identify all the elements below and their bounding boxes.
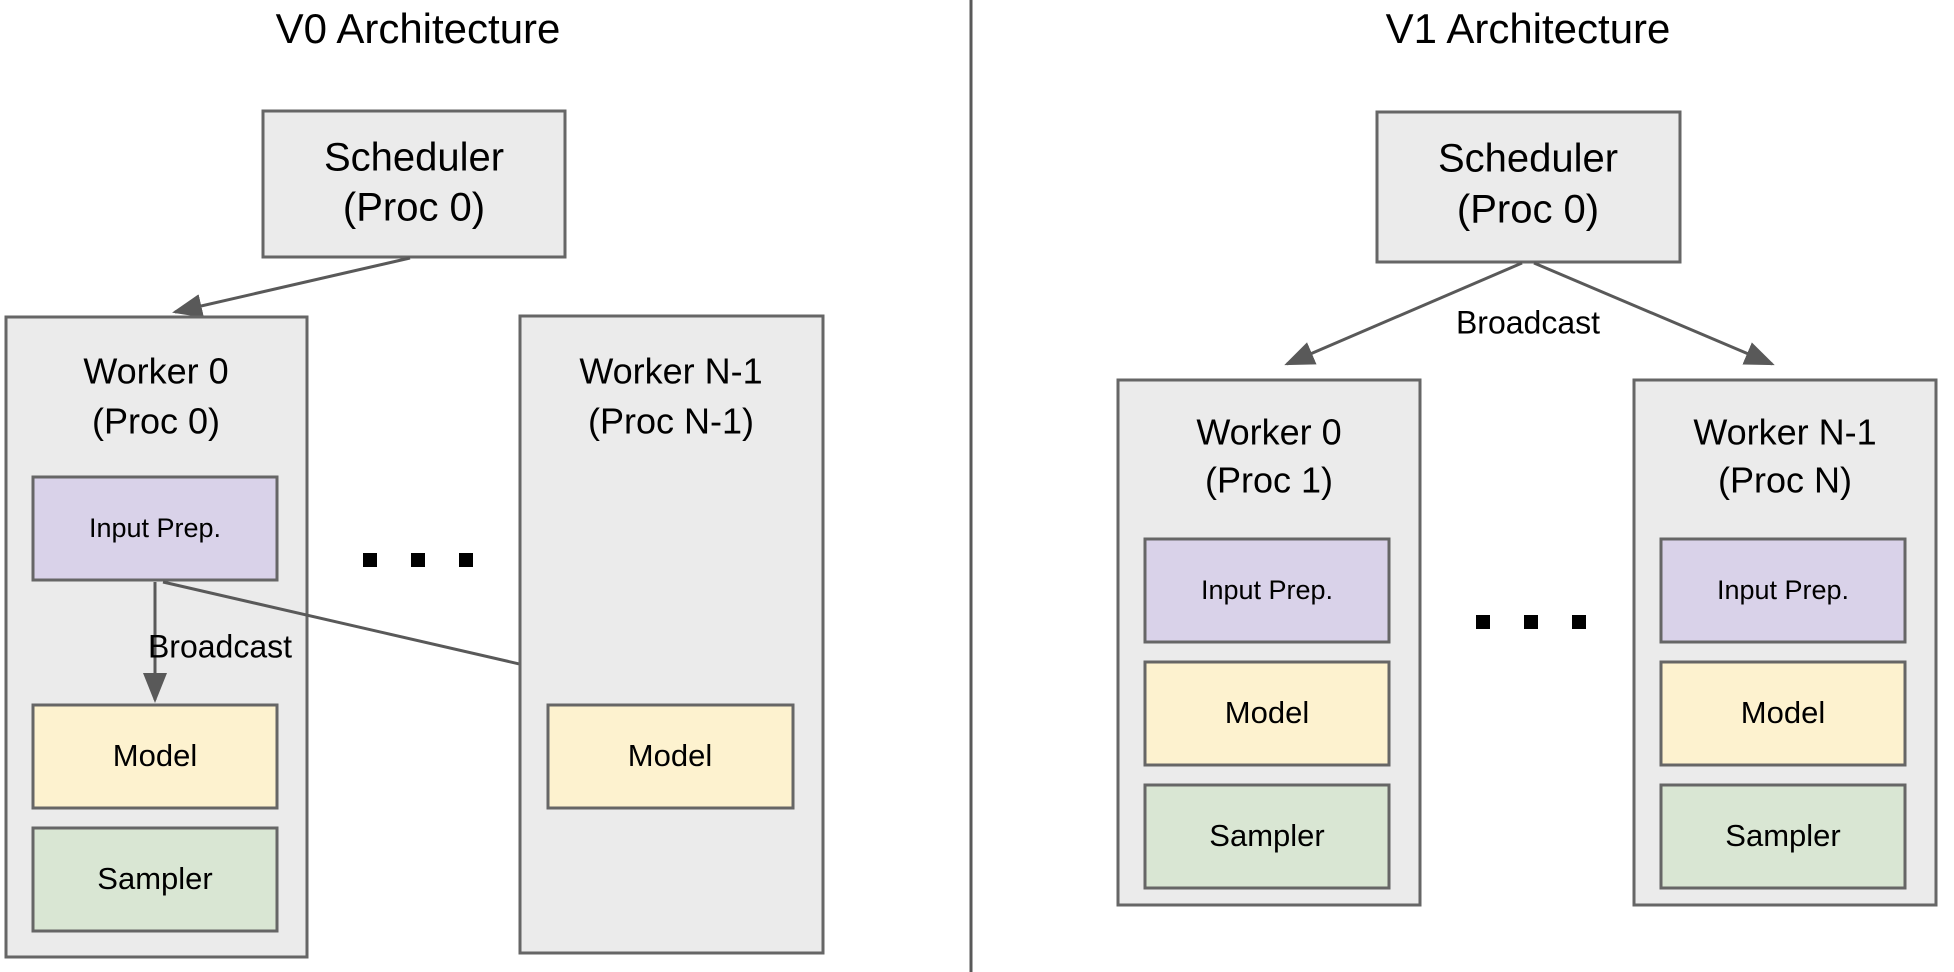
v1-worker-0-model-rect — [1143, 660, 1391, 767]
v1-worker-0-label-line1: Worker 0 — [1196, 412, 1341, 453]
v1-scheduler-label-line1: Scheduler — [1438, 137, 1618, 181]
v0-worker-0-sampler-rect — [31, 826, 279, 933]
v1-worker-n1-input-prep[interactable]: Input Prep. — [1659, 537, 1907, 644]
v0-worker-0-label-line2: (Proc 0) — [92, 401, 220, 442]
v1-worker-n1-box[interactable]: Worker N-1 (Proc N) Input Prep. Model Sa… — [1632, 378, 1938, 907]
v0-worker-0-input-prep-label: Input Prep. — [89, 513, 221, 543]
v1-worker-n1-label-line1: Worker N-1 — [1693, 412, 1876, 453]
v0-worker-n1-model-label: Model — [628, 738, 712, 773]
v0-worker-n1-model[interactable]: Model — [546, 703, 795, 810]
v1-scheduler-box[interactable]: Scheduler (Proc 0) — [1375, 110, 1682, 264]
v0-worker-0-model-rect — [31, 703, 279, 810]
v1-worker-n1-input-prep-label: Input Prep. — [1717, 575, 1849, 605]
panel-v0: V0 Architecture Scheduler (Proc 0) Worke… — [4, 5, 825, 959]
v1-worker-0-input-prep[interactable]: Input Prep. — [1143, 537, 1391, 644]
panel-v1: V1 Architecture Scheduler (Proc 0) Broad… — [1116, 5, 1938, 907]
v0-ellipsis — [363, 553, 473, 567]
v1-worker-0-sampler[interactable]: Sampler — [1143, 783, 1391, 890]
v0-edge-broadcast-label: Broadcast — [148, 628, 292, 664]
v0-worker-n1-model-rect — [546, 703, 795, 810]
v1-worker-n1-label-line2: (Proc N) — [1718, 460, 1852, 501]
v1-worker-0-label-line2: (Proc 1) — [1205, 460, 1333, 501]
v1-edge-scheduler-to-workern1 — [1533, 261, 1775, 366]
v0-worker-0-model-label: Model — [113, 738, 197, 773]
v0-ellipsis-dot-1 — [363, 553, 377, 567]
v1-worker-0-input-prep-label: Input Prep. — [1201, 575, 1333, 605]
v0-worker-0-box[interactable]: Worker 0 (Proc 0) Input Prep. Model Samp… — [4, 315, 309, 959]
v1-worker-0-sampler-rect — [1143, 783, 1391, 890]
v0-ellipsis-dot-2 — [411, 553, 425, 567]
v0-ellipsis-dot-3 — [459, 553, 473, 567]
v1-ellipsis — [1476, 615, 1586, 629]
v1-ellipsis-dot-2 — [1524, 615, 1538, 629]
v1-worker-n1-model[interactable]: Model — [1659, 660, 1907, 767]
v0-worker-0-sampler[interactable]: Sampler — [31, 826, 279, 933]
v1-worker-0-model[interactable]: Model — [1143, 660, 1391, 767]
v1-worker-n1-sampler-rect — [1659, 783, 1907, 890]
v1-scheduler-label-line2: (Proc 0) — [1457, 188, 1599, 232]
v0-worker-n1-box[interactable]: Worker N-1 (Proc N-1) Model — [518, 314, 825, 955]
v0-worker-0-sampler-label: Sampler — [97, 861, 212, 896]
v0-worker-n1-label-line1: Worker N-1 — [579, 351, 762, 392]
v1-worker-0-sampler-label: Sampler — [1209, 818, 1324, 853]
v1-worker-n1-model-label: Model — [1741, 695, 1825, 730]
v0-scheduler-rect — [261, 109, 567, 259]
panel-title-v0: V0 Architecture — [276, 5, 561, 52]
v0-scheduler-box[interactable]: Scheduler (Proc 0) — [261, 109, 567, 259]
v1-broadcast-label: Broadcast — [1456, 304, 1600, 340]
v0-scheduler-label-line2: (Proc 0) — [343, 186, 485, 230]
v0-worker-n1-rect — [518, 314, 825, 955]
v1-edge-scheduler-to-worker0 — [1284, 261, 1523, 366]
v1-scheduler-rect — [1375, 110, 1682, 264]
v0-worker-0-label-line1: Worker 0 — [83, 351, 228, 392]
v0-worker-0-input-prep-rect — [31, 475, 279, 582]
v0-worker-0-model[interactable]: Model — [31, 703, 279, 810]
v0-worker-0-input-prep[interactable]: Input Prep. — [31, 475, 279, 582]
v1-ellipsis-dot-1 — [1476, 615, 1490, 629]
v0-scheduler-label-line1: Scheduler — [324, 136, 504, 180]
v0-edge-scheduler-to-worker0 — [172, 256, 411, 318]
v1-ellipsis-dot-3 — [1572, 615, 1586, 629]
v1-worker-n1-model-rect — [1659, 660, 1907, 767]
v1-worker-n1-sampler-label: Sampler — [1725, 818, 1840, 853]
v1-worker-0-model-label: Model — [1225, 695, 1309, 730]
v0-worker-n1-label-line2: (Proc N-1) — [588, 401, 754, 442]
v1-worker-0-box[interactable]: Worker 0 (Proc 1) Input Prep. Model Samp… — [1116, 378, 1422, 907]
v1-worker-n1-sampler[interactable]: Sampler — [1659, 783, 1907, 890]
v1-worker-n1-input-prep-rect — [1659, 537, 1907, 644]
panel-title-v1: V1 Architecture — [1386, 5, 1671, 52]
v1-worker-0-input-prep-rect — [1143, 537, 1391, 644]
